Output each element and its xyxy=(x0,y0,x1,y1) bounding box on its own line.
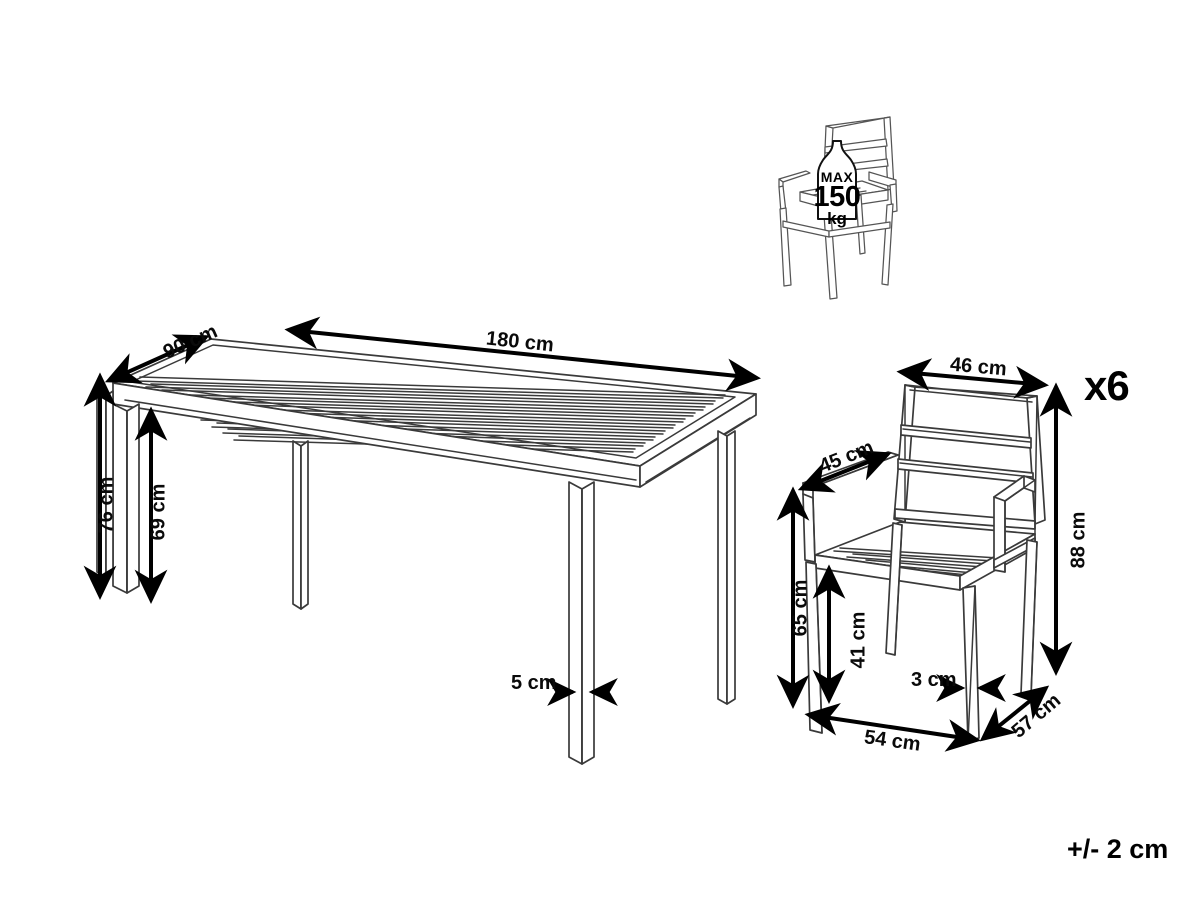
dim-label-chair-seat-width: 46 cm xyxy=(949,353,1008,381)
max-load-chair-illustration xyxy=(778,116,898,300)
dim-line-chair-overall-width xyxy=(804,703,981,752)
max-load-unit: kg xyxy=(827,209,847,228)
dim-label-chair-leg-thickness: 3 cm xyxy=(911,669,957,691)
dim-line-chair-seat-depth xyxy=(797,450,892,493)
tolerance-label: +/- 2 cm xyxy=(1067,834,1169,864)
dim-line-table-depth xyxy=(104,334,210,384)
table-dimension-lines xyxy=(83,316,761,706)
max-load-value: 150 xyxy=(813,181,861,213)
chair-quantity-label: x6 xyxy=(1084,362,1130,409)
dim-line-chair-seat-width xyxy=(896,358,1049,399)
dim-label-chair-seat-height: 41 cm xyxy=(847,611,870,669)
dim-label-table-clearance: 69 cm xyxy=(147,483,170,541)
dim-line-table-width xyxy=(284,316,761,392)
dim-label-table-leg-thickness: 5 cm xyxy=(511,672,557,694)
dim-label-chair-total-height: 88 cm xyxy=(1067,511,1090,569)
table-illustration xyxy=(96,338,757,765)
dim-label-table-height: 76 cm xyxy=(95,476,118,534)
dim-label-chair-armrest-height: 65 cm xyxy=(789,579,812,637)
max-load-prefix: MAX xyxy=(820,169,854,185)
dim-line-chair-overall-depth xyxy=(979,685,1050,742)
chair-dimension-lines xyxy=(776,358,1073,752)
